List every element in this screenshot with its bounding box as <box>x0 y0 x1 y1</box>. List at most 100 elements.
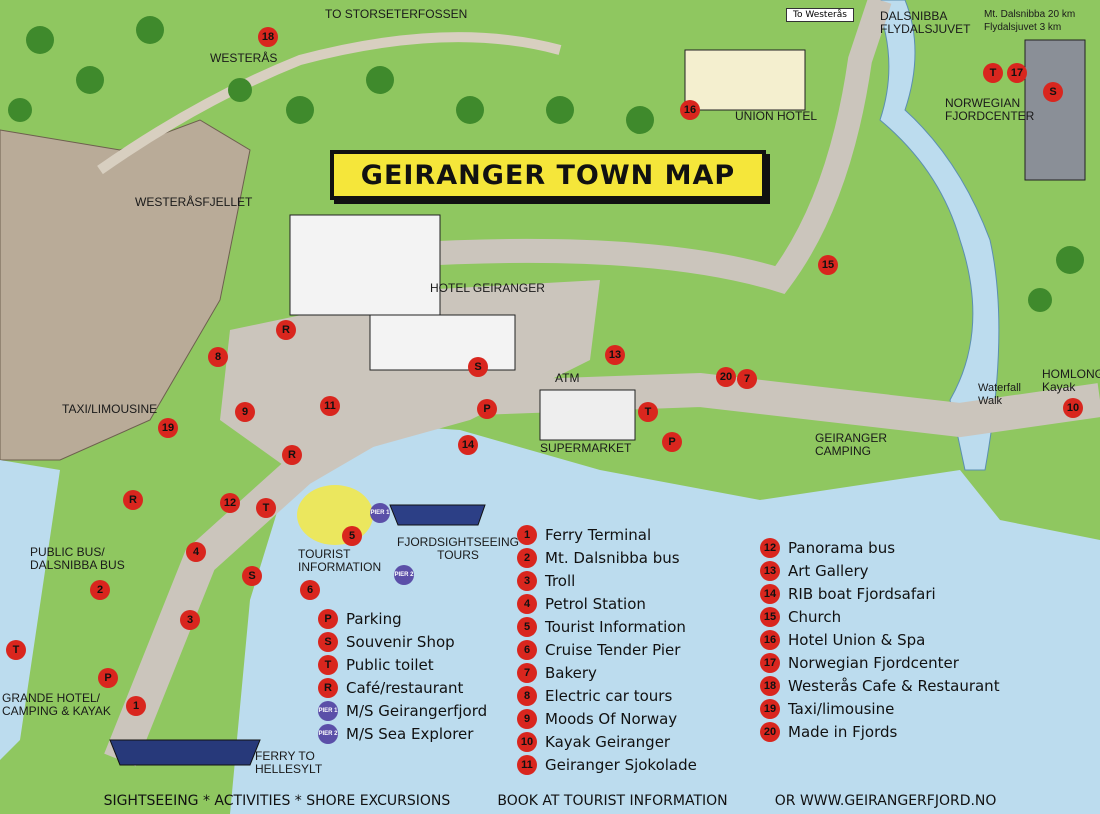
label-grande-hotel: GRANDE HOTEL/ CAMPING & KAYAK <box>2 691 111 718</box>
legend-marker-icon: 16 <box>760 630 780 650</box>
map-marker[interactable]: R <box>276 320 296 340</box>
map-marker[interactable]: R <box>282 445 302 465</box>
legend-marker-icon: R <box>318 678 338 698</box>
legend-marker-icon: 18 <box>760 676 780 696</box>
trail <box>97 32 562 175</box>
hotel-building <box>369 314 516 371</box>
legend-marker-icon: 20 <box>760 722 780 742</box>
label-fjordcenter: NORWEGIAN FJORDCENTER <box>945 96 1035 123</box>
legend-item: 6 Cruise Tender Pier <box>517 639 680 661</box>
map-marker[interactable]: S <box>1043 82 1063 102</box>
legend-label: Kayak Geiranger <box>545 733 671 751</box>
map-marker[interactable]: 17 <box>1007 63 1027 83</box>
map-marker[interactable]: 5 <box>342 526 362 546</box>
legend-label: Made in Fjords <box>788 723 898 741</box>
ferry-ship <box>109 739 261 766</box>
map-marker[interactable]: 6 <box>300 580 320 600</box>
label-dalsnibba: DALSNIBBA FLYDALSJUVET <box>880 9 971 36</box>
map-marker[interactable]: T <box>6 640 26 660</box>
legend-label: Panorama bus <box>788 539 896 557</box>
legend-label: Geiranger Sjokolade <box>545 756 697 774</box>
legend-marker-icon: 9 <box>517 709 537 729</box>
legend-label: Troll <box>545 572 576 590</box>
legend-marker-icon: PIER 2 <box>318 724 338 744</box>
legend-label: Norwegian Fjordcenter <box>788 654 959 672</box>
map-marker[interactable]: 14 <box>458 435 478 455</box>
map-marker[interactable]: 1 <box>126 696 146 716</box>
map-marker[interactable]: PIER 2 <box>394 565 414 585</box>
map-marker[interactable]: 11 <box>320 396 340 416</box>
map-marker[interactable]: 12 <box>220 493 240 513</box>
union-hotel-building <box>684 49 806 111</box>
map-marker[interactable]: 9 <box>235 402 255 422</box>
map-marker[interactable]: PIER 1 <box>370 503 390 523</box>
sightseeing-boat <box>389 504 486 526</box>
label-camping: GEIRANGER CAMPING <box>815 431 888 458</box>
map-marker[interactable]: R <box>123 490 143 510</box>
legend-label: Bakery <box>545 664 597 682</box>
legend-label: Moods Of Norway <box>545 710 678 728</box>
label-union-hotel: UNION HOTEL <box>735 109 818 123</box>
legend-label: Petrol Station <box>545 595 646 613</box>
map-marker[interactable]: P <box>98 668 118 688</box>
map-marker[interactable]: 2 <box>90 580 110 600</box>
label-distances: Mt. Dalsnibba 20 km Flydalsjuvet 3 km <box>984 9 1076 33</box>
fjordcenter-building <box>1024 39 1086 181</box>
map-marker[interactable]: P <box>662 432 682 452</box>
map-marker[interactable]: 7 <box>737 369 757 389</box>
map-marker[interactable]: 8 <box>208 347 228 367</box>
map-marker[interactable]: T <box>983 63 1003 83</box>
map-marker[interactable]: 15 <box>818 255 838 275</box>
map-marker[interactable]: 4 <box>186 542 206 562</box>
map-marker[interactable]: S <box>242 566 262 586</box>
label-taxi: TAXI/LIMOUSINE <box>62 402 158 416</box>
map-marker[interactable]: 16 <box>680 100 700 120</box>
label-bus: PUBLIC BUS/ DALSNIBBA BUS <box>30 545 125 572</box>
map-marker[interactable]: T <box>638 402 658 422</box>
legend-marker-icon: PIER 1 <box>318 701 338 721</box>
legend-marker-icon: T <box>318 655 338 675</box>
legend-label: Westerås Cafe & Restaurant <box>788 677 1000 695</box>
legend-marker-icon: 6 <box>517 640 537 660</box>
supermarket-building <box>539 389 636 441</box>
label-storseterfossen: TO STORSETERFOSSEN <box>325 7 468 21</box>
map-marker[interactable]: 13 <box>605 345 625 365</box>
legend-marker-icon: 5 <box>517 617 537 637</box>
legend-item: 3 Troll <box>517 570 575 592</box>
legend-label: Tourist Information <box>545 618 686 636</box>
map-marker[interactable]: P <box>477 399 497 419</box>
legend-marker-icon: 11 <box>517 755 537 775</box>
legend-marker-icon: 17 <box>760 653 780 673</box>
legend-label: M/S Sea Explorer <box>346 725 474 743</box>
footer-website[interactable]: OR WWW.GEIRANGERFJORD.NO <box>774 793 997 809</box>
legend-label: Cruise Tender Pier <box>545 641 681 659</box>
legend-marker-icon: 14 <box>760 584 780 604</box>
legend-item: 20 Made in Fjords <box>760 721 897 743</box>
legend-marker-icon: 10 <box>517 732 537 752</box>
map-marker[interactable]: S <box>468 357 488 377</box>
map-marker[interactable]: 19 <box>158 418 178 438</box>
label-tourist-info: TOURIST INFORMATION <box>298 547 382 574</box>
map-marker[interactable]: 3 <box>180 610 200 630</box>
label-hotel-geiranger: HOTEL GEIRANGER <box>430 281 545 295</box>
legend-label: Electric car tours <box>545 687 673 705</box>
legend-marker-icon: 2 <box>517 548 537 568</box>
river <box>874 0 1000 471</box>
legend-marker-icon: P <box>318 609 338 629</box>
label-fjordsightseeing: FJORDSIGHTSEEING TOURS <box>397 535 520 562</box>
map-marker[interactable]: 18 <box>258 27 278 47</box>
map-marker[interactable]: 10 <box>1063 398 1083 418</box>
map-marker[interactable]: 20 <box>716 367 736 387</box>
legend-marker-icon: 3 <box>517 571 537 591</box>
map-marker[interactable]: T <box>256 498 276 518</box>
legend-marker-icon: 1 <box>517 525 537 545</box>
